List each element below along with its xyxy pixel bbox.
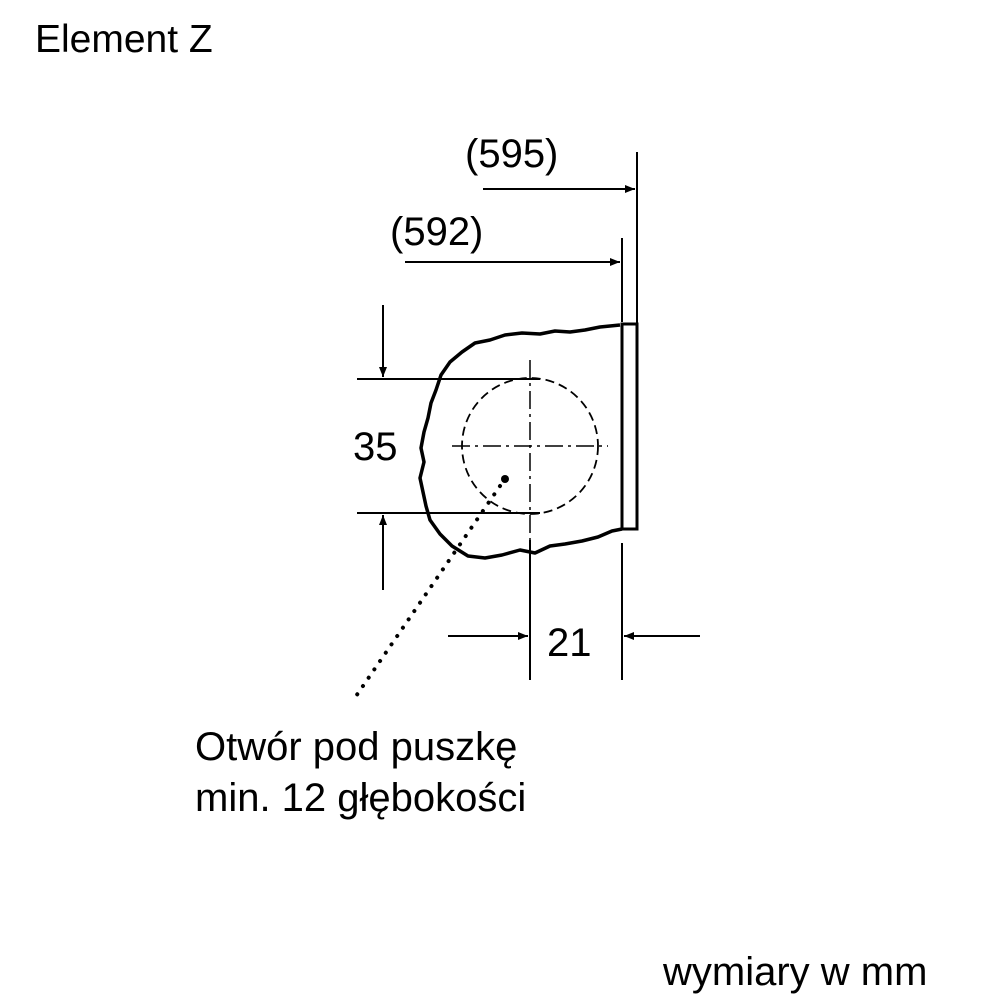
dimension-label-21: 21: [547, 621, 592, 665]
diagram-title: Element Z: [35, 18, 213, 61]
leader-dot: [501, 475, 509, 483]
breakout-outline: [418, 323, 623, 560]
dimension-label-595: (595): [465, 132, 559, 176]
door-panel: [620, 322, 639, 531]
dimension-label-35: 35: [353, 425, 398, 469]
note-line-2: min. 12 głębokości: [195, 776, 527, 820]
cup-hole-circle: [461, 377, 599, 515]
leader-line: [350, 484, 502, 704]
units-note: wymiary w mm: [663, 950, 928, 994]
note-line-1: Otwór pod puszkę: [195, 725, 518, 769]
dimension-label-592: (592): [390, 210, 484, 254]
